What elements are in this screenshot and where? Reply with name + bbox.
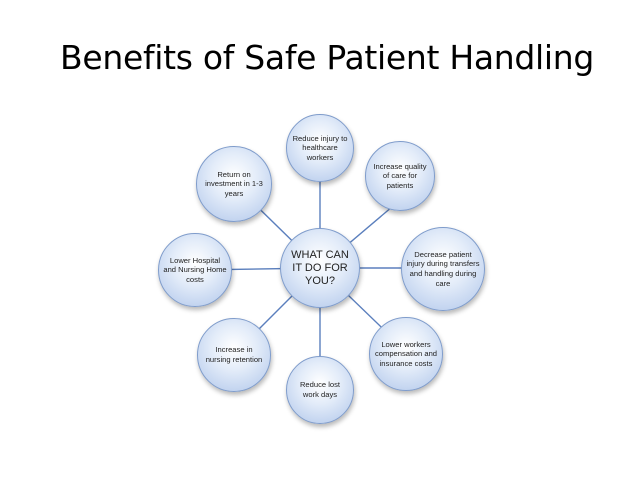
benefit-node-lower-hospital-costs: Lower Hospital and Nursing Home costs: [158, 233, 232, 307]
benefit-node-lower-workers-comp: Lower workers compensation and insurance…: [369, 317, 443, 391]
benefit-label: Return on investment in 1-3 years: [205, 169, 263, 198]
benefit-node-reduce-injury: Reduce injury to healthcare workers: [286, 114, 354, 182]
center-node: WHAT CAN IT DO FOR YOU?: [280, 228, 360, 308]
benefit-node-quality-of-care: Increase quality of care for patients: [365, 141, 435, 211]
slide-title: Benefits of Safe Patient Handling: [60, 38, 595, 77]
benefit-label: Increase in nursing retention: [205, 345, 263, 364]
benefit-label: Reduce injury to healthcare workers: [292, 133, 348, 162]
benefit-label: Increase quality of care for patients: [373, 161, 427, 190]
benefit-label: Lower Hospital and Nursing Home costs: [163, 255, 227, 284]
benefit-node-decrease-patient-injury: Decrease patient injury during transfers…: [401, 227, 485, 311]
benefit-label: Decrease patient injury during transfers…: [406, 249, 480, 288]
benefit-label: Reduce lost work days: [299, 380, 341, 399]
center-label: WHAT CAN IT DO FOR YOU?: [291, 248, 349, 287]
benefit-node-nursing-retention: Increase in nursing retention: [197, 318, 271, 392]
benefit-label: Lower workers compensation and insurance…: [374, 339, 438, 368]
benefit-node-reduce-lost-days: Reduce lost work days: [286, 356, 354, 424]
benefit-node-return-on-investment: Return on investment in 1-3 years: [196, 146, 272, 222]
